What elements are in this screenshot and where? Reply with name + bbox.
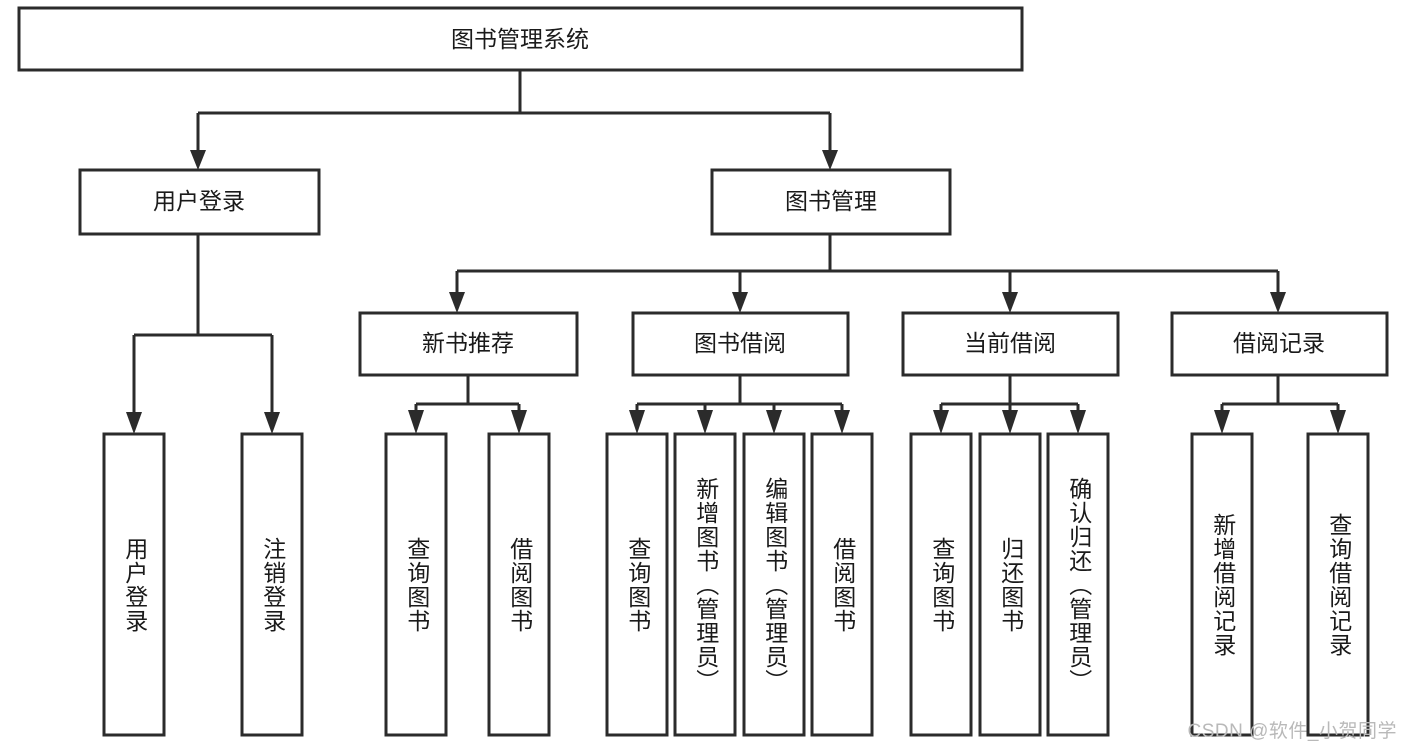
arrow-current-borrow-leaf-1 (933, 410, 949, 434)
node-new-book-recommend-label: 新书推荐 (422, 330, 514, 356)
node-book-manage[interactable] (710, 168, 952, 236)
arrow-to-borrow-records (1270, 292, 1286, 313)
arrow-book-borrow-leaf-4 (834, 410, 850, 434)
arrow-borrow-records-leaf-2 (1330, 410, 1346, 434)
leaf-new-book-1[interactable] (384, 432, 448, 737)
leaf-borrow-records-2[interactable] (1306, 432, 1370, 737)
arrow-user-login-leaf-2 (264, 412, 280, 434)
leaf-book-borrow-3[interactable] (742, 432, 806, 737)
node-borrow-records-label: 借阅记录 (1233, 330, 1325, 356)
node-layer: 图书管理系统 用户登录 图书管理 新书推荐 图书借阅 当前借阅 借阅记录 (17, 6, 1389, 737)
arrow-borrow-records-leaf-1 (1214, 410, 1230, 434)
arrow-to-current-borrow (1002, 292, 1018, 313)
arrow-to-book-manage (822, 150, 838, 170)
arrow-current-borrow-leaf-3 (1070, 410, 1086, 434)
arrow-book-borrow-leaf-1 (629, 410, 645, 434)
node-borrow-records[interactable] (1170, 311, 1389, 377)
arrow-new-book-leaf-1 (408, 410, 424, 434)
leaf-book-borrow-4[interactable] (810, 432, 874, 737)
node-new-book-recommend[interactable] (358, 311, 579, 377)
arrow-book-borrow-leaf-3 (766, 410, 782, 434)
node-book-borrow[interactable] (631, 311, 850, 377)
leaf-new-book-2[interactable] (487, 432, 551, 737)
leaf-book-borrow-2[interactable] (673, 432, 737, 737)
node-user-login[interactable] (78, 168, 321, 236)
arrow-book-borrow-leaf-2 (697, 410, 713, 434)
arrow-to-new-book (449, 292, 465, 313)
leaf-current-borrow-2[interactable] (978, 432, 1042, 737)
node-current-borrow-label: 当前借阅 (964, 330, 1056, 356)
leaf-current-borrow-3[interactable] (1046, 432, 1110, 737)
csdn-watermark: CSDN @软件_小贺同学 (1187, 721, 1397, 742)
arrow-user-login-leaf-1 (126, 412, 142, 434)
arrow-to-book-borrow (732, 292, 748, 313)
node-root[interactable] (17, 6, 1024, 72)
arrow-current-borrow-leaf-2 (1002, 410, 1018, 434)
arrow-new-book-leaf-2 (511, 410, 527, 434)
node-user-login-label: 用户登录 (153, 188, 245, 214)
node-book-manage-label: 图书管理 (785, 188, 877, 214)
arrow-to-user-login (190, 150, 206, 170)
edge-layer (126, 70, 1346, 434)
leaf-current-borrow-1[interactable] (909, 432, 973, 737)
leaf-borrow-records-1[interactable] (1190, 432, 1254, 737)
node-book-borrow-label: 图书借阅 (694, 330, 786, 356)
node-current-borrow[interactable] (901, 311, 1120, 377)
leaf-user-login-1[interactable] (102, 432, 166, 737)
node-root-label: 图书管理系统 (451, 26, 589, 52)
leaf-book-borrow-1[interactable] (605, 432, 669, 737)
leaf-user-login-2[interactable] (240, 432, 304, 737)
